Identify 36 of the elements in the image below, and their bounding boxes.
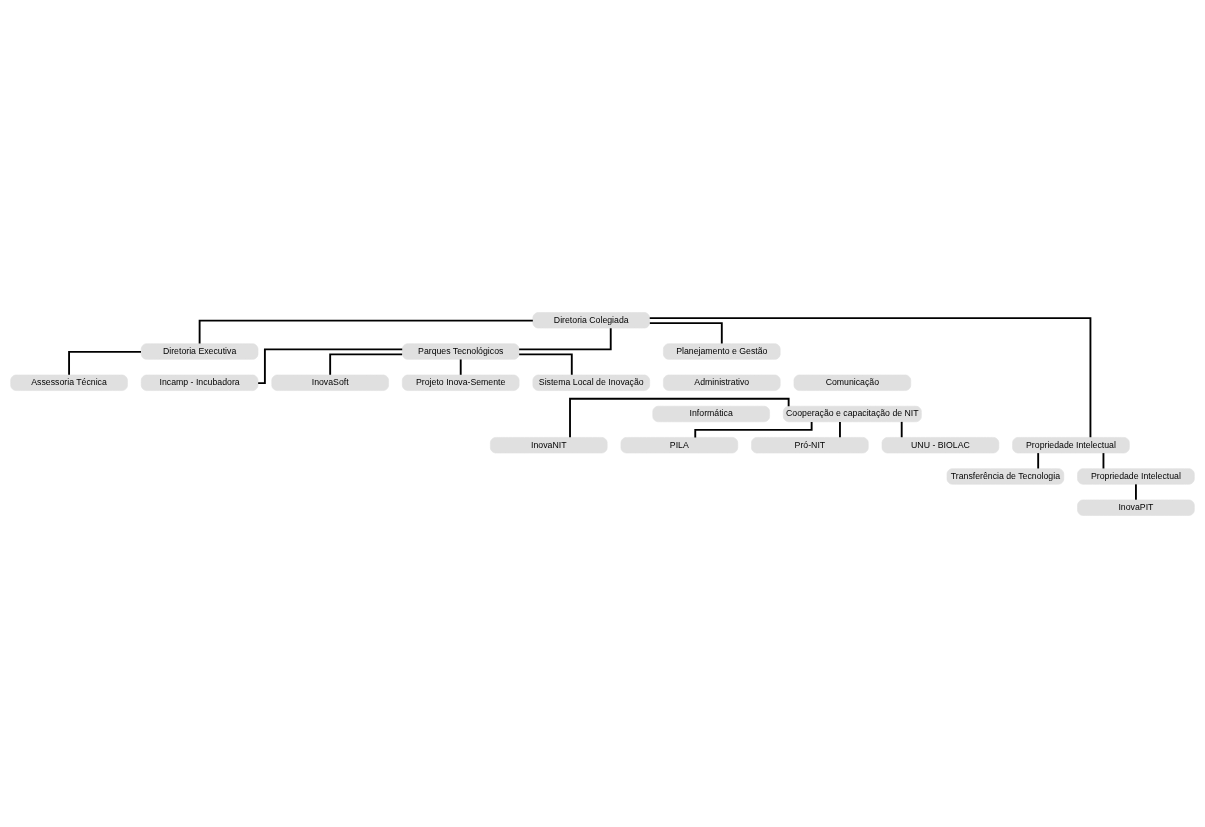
connector (648, 321, 723, 344)
node-box: Planejamento e Gestão (663, 342, 781, 360)
connector (198, 319, 534, 344)
connector (839, 420, 841, 438)
connector (648, 316, 1092, 438)
connector (900, 420, 903, 438)
connector (1135, 482, 1137, 501)
node-box: Sistema Local de Inovação (532, 374, 650, 391)
connector (1037, 451, 1040, 469)
node-box: Administrativo (663, 374, 781, 391)
node-box: InovaSoft (271, 374, 389, 391)
node-box: Assessoria Técnica (10, 374, 128, 391)
node-box: UNU - BIOLAC (881, 436, 1000, 453)
node-box: Transferência de Tecnologia (946, 467, 1065, 485)
node-box: Diretoria Colegiada (532, 311, 650, 328)
node-box: Projeto Inova-Semente (402, 374, 520, 391)
node-box: Incamp - Incubadora (140, 374, 259, 391)
connector (329, 352, 404, 376)
node-box: Diretoria Executiva (140, 342, 259, 360)
node-box: Propriedade Intelectual (1012, 436, 1130, 453)
node-box: Parques Tecnológicos (402, 342, 520, 360)
node-box: InovaPIT (1077, 499, 1195, 516)
connector (68, 350, 142, 376)
connector (459, 358, 462, 376)
connector (518, 352, 573, 376)
node-box: Comunicação (793, 374, 912, 391)
node-box: Informática (652, 405, 770, 422)
node-box: Cooperação e capacitação de NIT (783, 405, 922, 422)
connector (518, 326, 612, 350)
node-box: InovaNIT (490, 436, 608, 453)
node-box: PILA (620, 436, 739, 453)
connector (694, 420, 813, 438)
node-box: Propriedade Intelectual (1077, 467, 1195, 485)
connector (569, 397, 790, 438)
node-box: Pró-NIT (751, 436, 869, 453)
connector (257, 347, 404, 384)
